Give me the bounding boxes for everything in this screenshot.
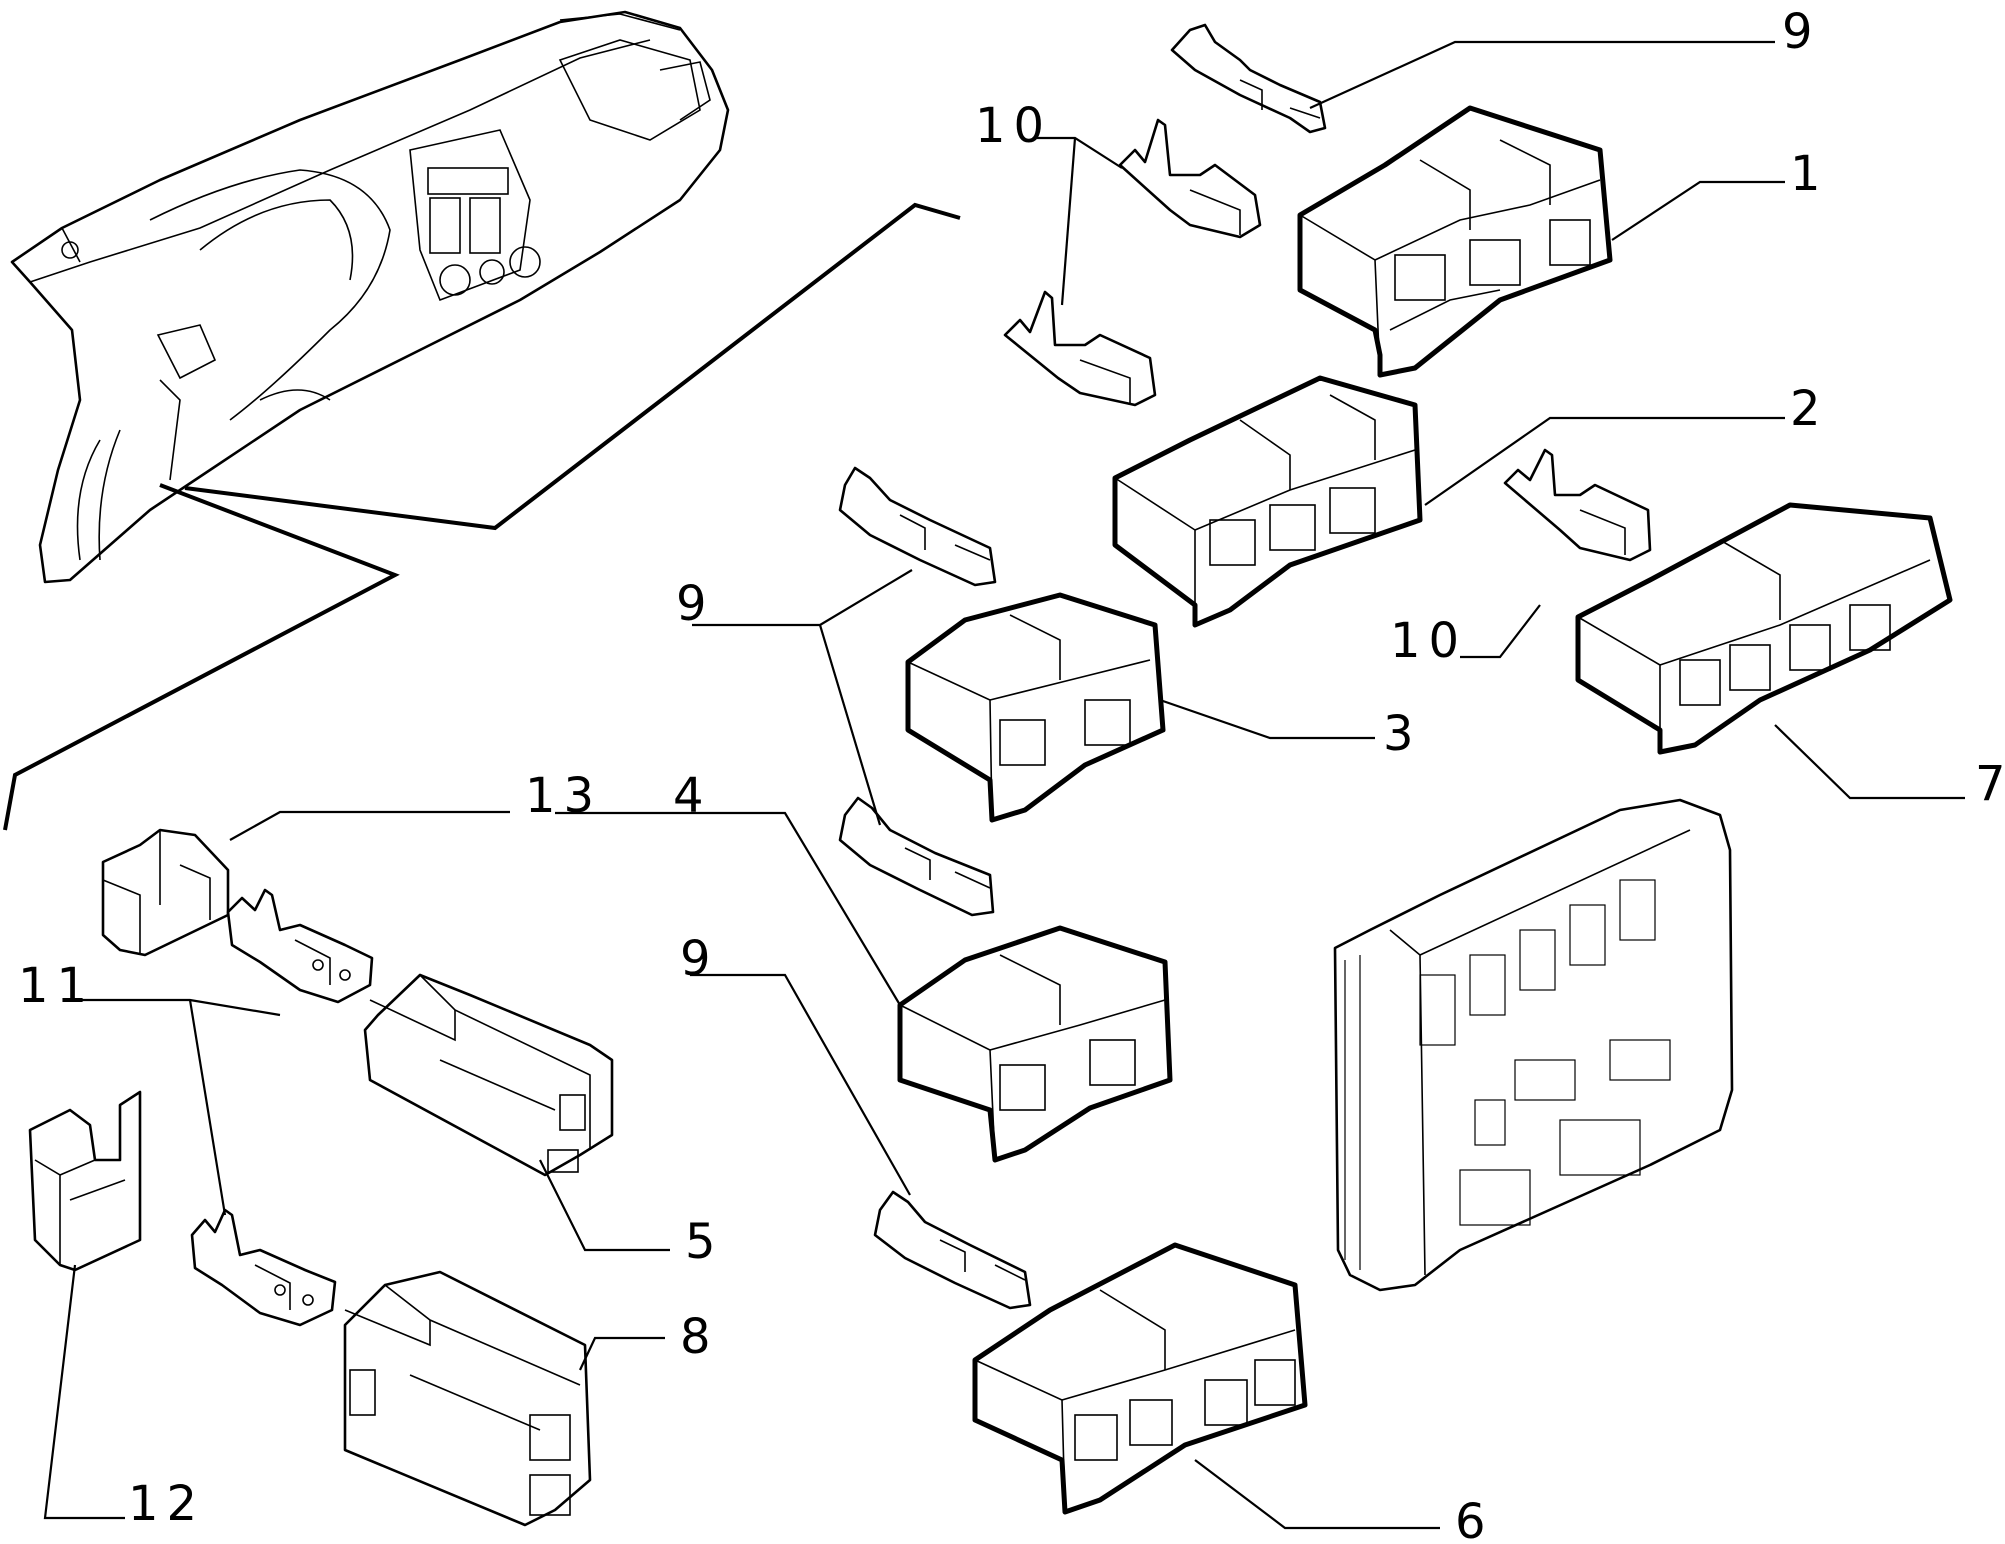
callout-12: 12 [128,1476,205,1532]
connector-8 [343,1270,592,1527]
callout-10-right: 10 [1390,613,1467,669]
connector-3 [905,592,1166,823]
callout-13: 13 [525,768,602,824]
callout-8: 8 [680,1309,719,1365]
callout-10-top: 10 [975,98,1052,154]
callout-6: 6 [1455,1494,1494,1544]
terminal-10-right [1503,448,1652,562]
callout-11: 11 [18,958,95,1014]
leader-lines [43,40,1965,1530]
clip-12 [28,1090,142,1272]
callout-2: 2 [1790,381,1829,437]
connector-7 [1575,502,1953,755]
connector-1 [1297,105,1613,378]
callout-5: 5 [685,1214,724,1270]
terminal-9-top [1170,23,1327,134]
callout-9-mid: 9 [676,576,715,632]
terminal-10-mid [1003,290,1157,407]
callout-3: 3 [1383,706,1422,762]
terminal-11-upper [226,888,374,1004]
connector-5 [363,973,614,1177]
callout-7: 7 [1975,756,2005,812]
terminal-11-lower [190,1208,337,1327]
connector-2 [1112,375,1423,628]
terminal-9-low [873,1190,1032,1310]
dashboard-illustration [10,10,730,584]
callout-9-low: 9 [680,931,719,987]
terminal-9-mid-lower [838,796,995,917]
zoom-line-lower [3,483,400,831]
callout-4: 4 [673,768,712,824]
callout-1: 1 [1790,146,1829,202]
control-unit [1333,798,1734,1292]
terminal-10-top [1118,118,1262,239]
connector-6 [972,1242,1308,1515]
zoom-line-upper [184,202,961,531]
clip-13 [101,828,230,957]
callout-9-top: 9 [1782,4,1821,60]
connector-4 [897,925,1173,1163]
terminal-9-mid-upper [838,466,997,587]
